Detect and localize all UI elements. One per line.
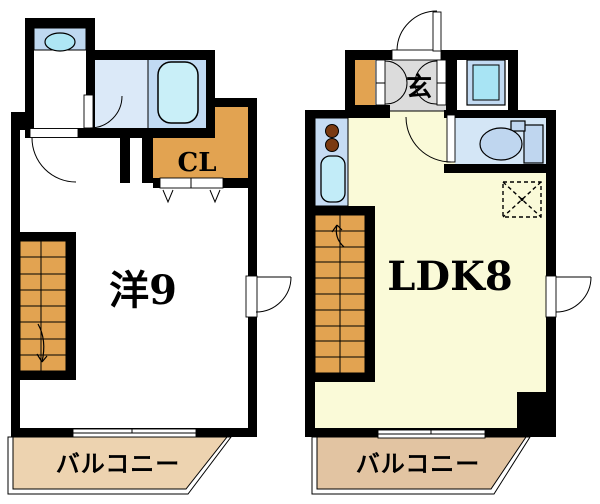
bathroom-door <box>83 94 123 129</box>
stove-burner-icon <box>325 138 339 152</box>
balcony-left: バルコニー <box>7 436 233 495</box>
room-side-door <box>245 275 292 318</box>
closet-label: CL <box>178 148 217 178</box>
toilet-door <box>405 114 456 163</box>
washing-machine-icon <box>466 59 506 106</box>
washroom-door <box>29 128 79 183</box>
left-plan: バルコニー CL <box>7 18 292 495</box>
kitchen-sink-icon <box>320 155 346 203</box>
stairs-direction-arrow <box>335 224 345 248</box>
stove-burner-icon <box>325 124 339 138</box>
entrance-door <box>391 10 442 61</box>
staircase-right <box>314 214 366 374</box>
entrance-label: 玄 <box>406 72 432 103</box>
pillar <box>517 392 556 437</box>
sliding-window-left <box>72 428 197 438</box>
bathroom <box>95 60 206 128</box>
toilet-room <box>455 118 546 164</box>
toilet-icon <box>479 127 523 161</box>
toilet-tank <box>523 124 544 164</box>
staircase-left <box>19 240 67 372</box>
entrance-closet-doors <box>375 59 447 106</box>
ldk-label: LDK8 <box>387 253 512 300</box>
balcony-right-label: バルコニー <box>356 449 481 478</box>
closet: CL <box>153 107 248 178</box>
western-room-label: 洋9 <box>109 267 177 314</box>
sliding-window-right <box>377 429 486 439</box>
balcony-left-label: バルコニー <box>56 449 181 478</box>
washbasin-icon <box>44 32 76 52</box>
ldk-side-door <box>545 275 592 318</box>
right-plan: バルコニー <box>305 10 592 495</box>
kitchen <box>314 117 349 207</box>
shoe-cabinet <box>355 60 375 105</box>
bathtub-icon <box>157 61 199 124</box>
closet-folding-door <box>159 177 224 204</box>
balcony-right: バルコニー <box>311 436 531 495</box>
ceiling-light-symbol <box>502 181 542 218</box>
stairs-direction-arrow <box>37 323 45 363</box>
